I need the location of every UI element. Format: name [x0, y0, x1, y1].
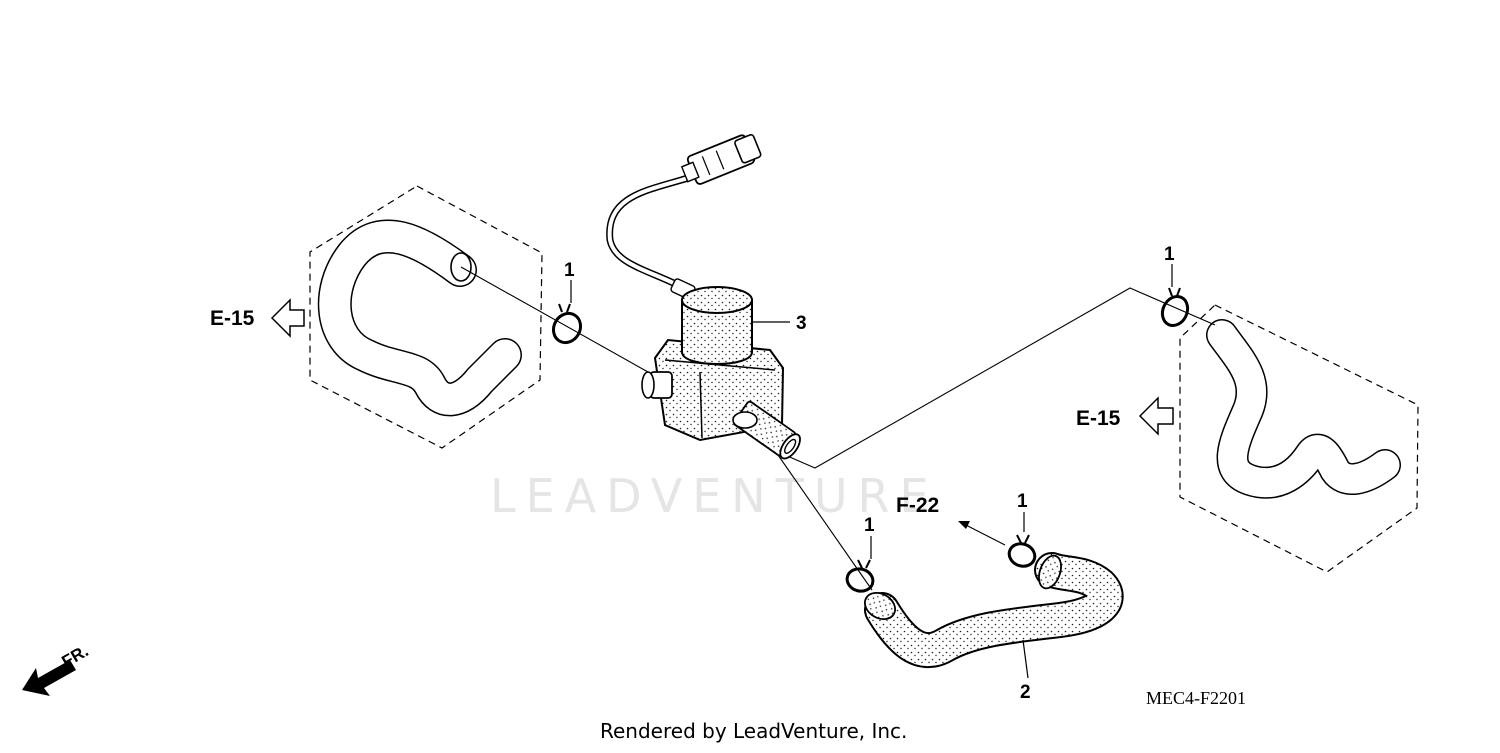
lower-hose-leader-line: [777, 454, 873, 591]
right-reference-group: [1179, 304, 1419, 573]
clamp-lower-right[interactable]: [1006, 534, 1038, 570]
watermark: LEADVENTURE: [490, 469, 939, 523]
hose-callout-leader: [1022, 639, 1029, 679]
clamp-right-callout[interactable]: 1: [1164, 244, 1175, 265]
left-reference-label[interactable]: E-15: [210, 307, 255, 330]
right-reference-label[interactable]: E-15: [1076, 407, 1121, 430]
right-arrow-icon: [1138, 396, 1174, 436]
air-injection-valve[interactable]: [606, 131, 804, 462]
hose-part-2[interactable]: [860, 552, 1124, 668]
clamp-left[interactable]: [548, 303, 586, 347]
solenoid-top: [681, 286, 753, 314]
credit-line: Rendered by LeadVenture, Inc.: [600, 719, 907, 743]
wire-connector: [680, 133, 762, 185]
figure-code: MEC4-F2201: [1146, 688, 1246, 708]
valve-callout-number[interactable]: 3: [796, 313, 807, 334]
clamp-right[interactable]: [1158, 287, 1192, 330]
left-arrow-icon: [270, 298, 305, 338]
right-hose-leader-line: [784, 287, 1216, 469]
left-hose-leader-line: [460, 266, 649, 373]
wire-harness-fill: [607, 176, 690, 292]
clamp-lower-left[interactable]: [845, 559, 876, 594]
connector-cap: [734, 133, 762, 164]
lower-reference-arrowhead-icon: [958, 521, 970, 529]
front-direction-arrow-icon: [22, 660, 76, 696]
clamp-lower-left-callout[interactable]: 1: [864, 515, 875, 536]
lower-reference-label[interactable]: F-22: [896, 494, 939, 517]
solenoid-cylinder: [681, 299, 753, 365]
right-hose-fill: [1207, 320, 1400, 498]
left-dashed-boundary: [309, 185, 543, 449]
clamp-left-callout[interactable]: 1: [564, 260, 575, 281]
hose-callout-number[interactable]: 2: [1020, 682, 1031, 703]
clamp-lower-right-callout[interactable]: 1: [1017, 491, 1028, 512]
left-hose-fill: [319, 221, 521, 415]
left-reference-group: [309, 185, 543, 449]
hose-fill: [866, 554, 1122, 666]
